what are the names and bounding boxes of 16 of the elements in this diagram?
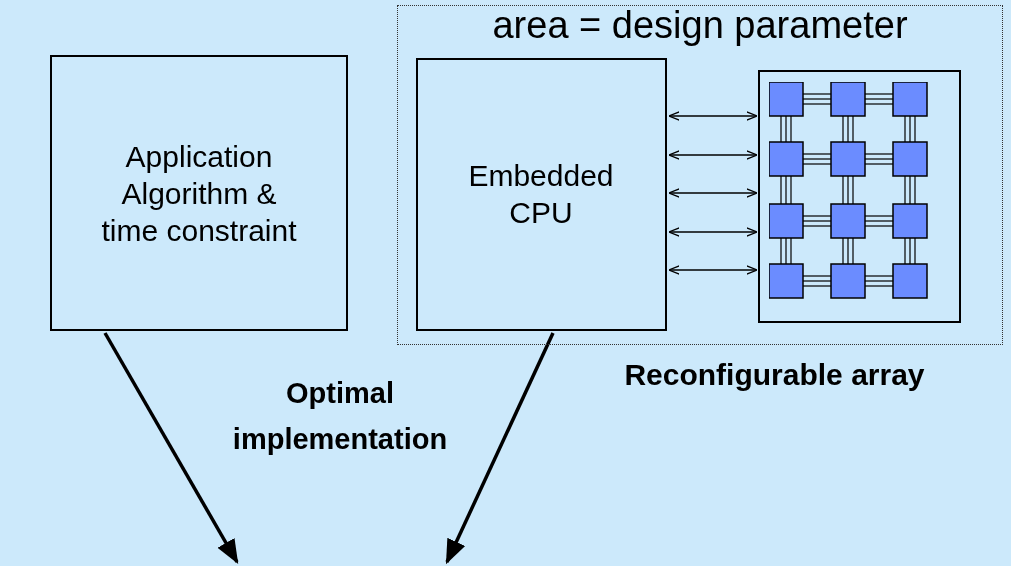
region-title: area = design parameter bbox=[491, 4, 909, 46]
node-text: Embedded CPU bbox=[467, 158, 615, 231]
note-text: Optimal implementation bbox=[231, 376, 449, 457]
arrow bbox=[103, 332, 239, 565]
node-text: Application Algorithm & time constraint bbox=[100, 138, 298, 249]
arrow bbox=[445, 332, 555, 565]
arrow bbox=[668, 265, 758, 275]
arrow bbox=[668, 150, 758, 160]
process-box bbox=[415, 57, 667, 331]
arrow bbox=[668, 227, 758, 237]
array-box bbox=[757, 69, 961, 323]
array-label: Reconfigurable array bbox=[623, 358, 926, 392]
dotted-region bbox=[397, 5, 1003, 345]
arrow bbox=[668, 111, 758, 121]
arrow bbox=[668, 188, 758, 198]
process-box bbox=[50, 55, 348, 331]
